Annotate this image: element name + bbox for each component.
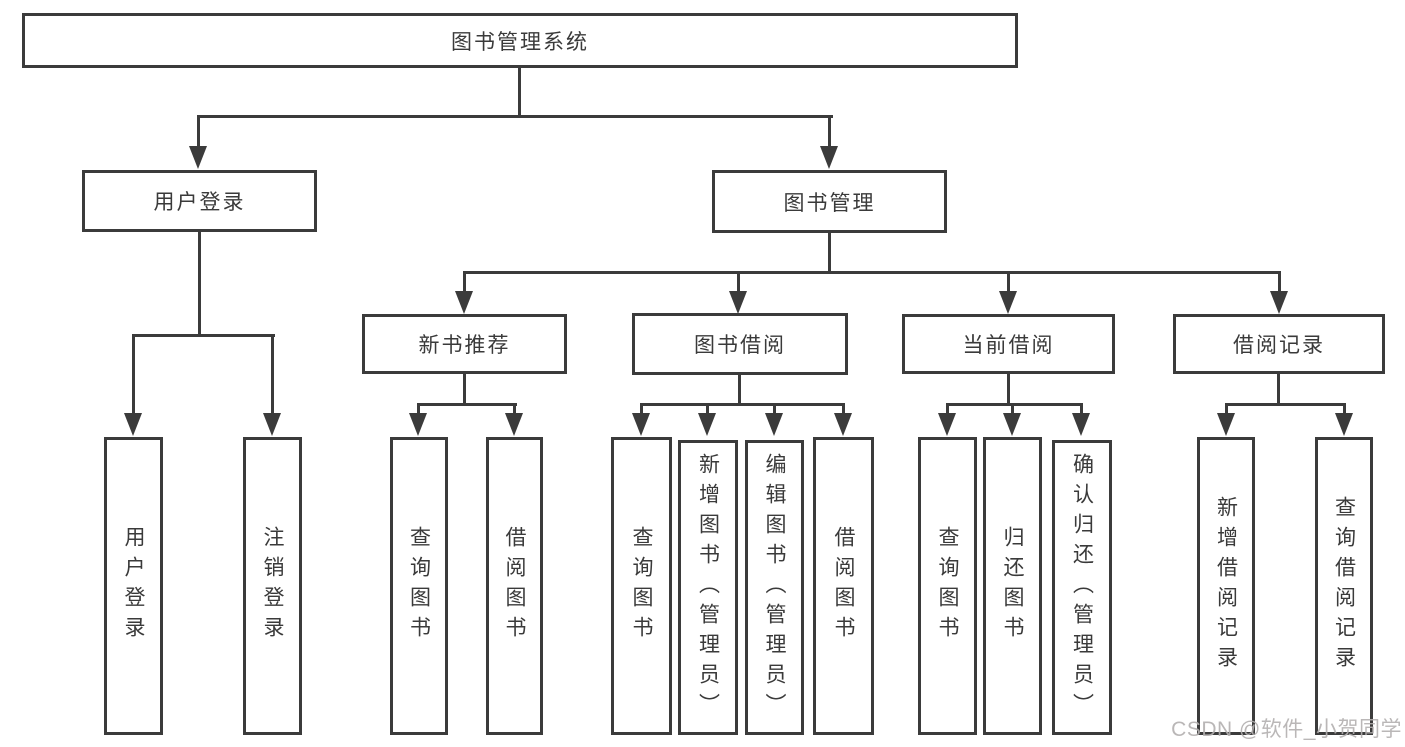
leaf-edit-books-admin: 编辑图书（管理员）: [745, 440, 804, 735]
arrow-down-icon: [189, 146, 207, 169]
leaf-add-books-admin: 新增图书（管理员）: [678, 440, 738, 735]
connector-line: [773, 403, 776, 415]
connector-line: [738, 375, 741, 406]
arrow-down-icon: [999, 291, 1017, 314]
arrow-down-icon: [1217, 413, 1235, 436]
connector-line: [640, 403, 643, 415]
leaf-borrow-books-borrowing: 借阅图书: [813, 437, 874, 735]
arrow-down-icon: [1003, 413, 1021, 436]
connector-line: [271, 334, 274, 415]
connector-line: [828, 115, 831, 148]
connector-line: [417, 403, 517, 406]
connector-line: [946, 403, 949, 415]
connector-line: [518, 68, 521, 118]
node-book-management-module: 图书管理: [712, 170, 947, 233]
arrow-down-icon: [124, 413, 142, 436]
arrow-down-icon: [1072, 413, 1090, 436]
node-borrowing-records: 借阅记录: [1173, 314, 1385, 374]
leaf-user-login: 用户登录: [104, 437, 163, 735]
leaf-query-borrow-record: 查询借阅记录: [1315, 437, 1373, 735]
leaf-return-books: 归还图书: [983, 437, 1042, 735]
connector-line: [513, 403, 516, 415]
connector-line: [828, 233, 831, 274]
leaf-add-borrow-record: 新增借阅记录: [1197, 437, 1255, 735]
connector-line: [463, 374, 466, 406]
arrow-down-icon: [505, 413, 523, 436]
leaf-query-books-current: 查询图书: [918, 437, 977, 735]
node-new-book-recommendation: 新书推荐: [362, 314, 567, 374]
leaf-borrow-books-recommend: 借阅图书: [486, 437, 543, 735]
connector-line: [842, 403, 845, 415]
node-user-login-module: 用户登录: [82, 170, 317, 232]
connector-line: [737, 271, 740, 293]
connector-line: [1225, 403, 1228, 415]
connector-line: [1007, 374, 1010, 406]
connector-line: [1011, 403, 1014, 415]
csdn-watermark: CSDN @软件_小贺同学: [1171, 718, 1402, 741]
node-book-borrowing: 图书借阅: [632, 313, 848, 375]
leaf-logout: 注销登录: [243, 437, 302, 735]
leaf-confirm-return-admin: 确认归还（管理员）: [1052, 440, 1112, 735]
connector-line: [417, 403, 420, 415]
connector-line: [463, 271, 466, 293]
connector-line: [132, 334, 135, 415]
connector-line: [1278, 271, 1281, 293]
leaf-query-books-borrowing: 查询图书: [611, 437, 672, 735]
node-current-borrowing: 当前借阅: [902, 314, 1115, 374]
arrow-down-icon: [1335, 413, 1353, 436]
arrow-down-icon: [729, 291, 747, 314]
connector-line: [1277, 374, 1280, 406]
connector-line: [198, 232, 201, 337]
connector-line: [197, 115, 833, 118]
connector-line: [640, 403, 844, 406]
arrow-down-icon: [1270, 291, 1288, 314]
arrow-down-icon: [938, 413, 956, 436]
node-root: 图书管理系统: [22, 13, 1018, 68]
connector-line: [706, 403, 709, 415]
connector-line: [946, 403, 1083, 406]
connector-line: [463, 271, 1281, 274]
arrow-down-icon: [409, 413, 427, 436]
arrow-down-icon: [820, 146, 838, 169]
connector-line: [1007, 271, 1010, 293]
arrow-down-icon: [765, 413, 783, 436]
arrow-down-icon: [834, 413, 852, 436]
arrow-down-icon: [698, 413, 716, 436]
leaf-query-books-recommend: 查询图书: [390, 437, 448, 735]
connector-line: [1343, 403, 1346, 415]
arrow-down-icon: [455, 291, 473, 314]
connector-line: [1080, 403, 1083, 415]
connector-line: [197, 115, 200, 148]
arrow-down-icon: [632, 413, 650, 436]
connector-line: [132, 334, 275, 337]
connector-line: [1225, 403, 1346, 406]
arrow-down-icon: [263, 413, 281, 436]
